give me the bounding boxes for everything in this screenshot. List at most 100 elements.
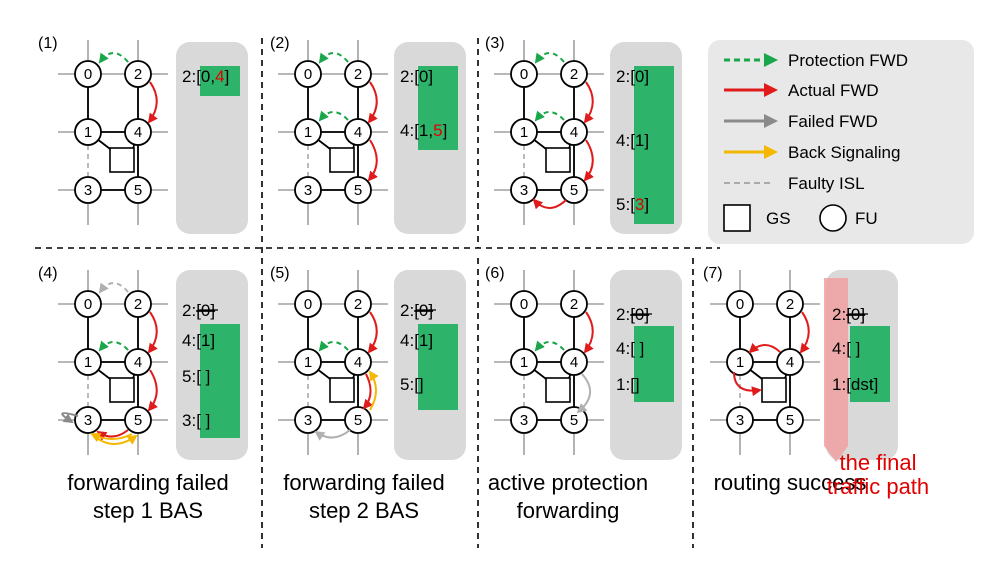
actual-fwd-arrow [532, 198, 567, 210]
panel-number: (5) [270, 265, 290, 282]
node-label: 2 [134, 296, 142, 313]
node-3: 3 [726, 406, 754, 434]
protection-fwd-arrow [318, 110, 349, 122]
node-2: 2 [344, 290, 372, 318]
panel-separators [35, 38, 720, 548]
routing-table-active-region [634, 326, 674, 402]
panel-caption: active protection [488, 470, 648, 495]
protection-fwd-arrow [318, 340, 349, 352]
node-label: 3 [520, 182, 528, 199]
panel-caption: step 2 BAS [309, 498, 419, 523]
back-signaling-arrow [368, 370, 379, 411]
panel-caption: forwarding failed [67, 470, 228, 495]
node-label: 2 [570, 296, 578, 313]
panel-caption: forwarding failed [283, 470, 444, 495]
node-2: 2 [560, 60, 588, 88]
routing-table-entry: 3:[ ] [182, 411, 210, 430]
node-4: 4 [344, 118, 372, 146]
node-0: 0 [74, 290, 102, 318]
node-3: 3 [510, 176, 538, 204]
ground-station-icon [545, 377, 571, 403]
routing-table-entry: 1:[dst] [832, 375, 878, 394]
node-label: 2 [354, 66, 362, 83]
routing-table-entry: 4:[ ] [616, 339, 644, 358]
panel-4: (4)2:[0]4:[1]5:[ ]3:[ ]012345forwarding … [38, 265, 248, 523]
actual-fwd-arrow [367, 311, 378, 354]
node-5: 5 [560, 176, 588, 204]
legend-arrow-icon [764, 114, 778, 128]
node-label: 1 [304, 124, 312, 141]
node-label: 0 [84, 66, 92, 83]
legend-fu-label: FU [855, 209, 878, 228]
protection-fwd-arrow [534, 110, 565, 122]
actual-fwd-arrow [748, 342, 781, 354]
node-label: 4 [786, 354, 794, 371]
legend-item-label: Faulty ISL [788, 174, 865, 193]
actual-fwd-arrow [147, 311, 158, 354]
routing-table-entry: 5:[ ] [182, 367, 210, 386]
node-label: 5 [134, 412, 142, 429]
ground-station-icon [329, 377, 355, 403]
node-label: 2 [786, 296, 794, 313]
node-label: 2 [354, 296, 362, 313]
final-traffic-path-label: traffic path [827, 474, 929, 499]
node-1: 1 [510, 348, 538, 376]
routing-table-active-region [418, 324, 458, 410]
node-label: 4 [354, 124, 362, 141]
routing-table-entry: 2:[0] [400, 67, 433, 86]
final-path-band [824, 278, 848, 462]
node-label: 4 [570, 124, 578, 141]
node-label: 0 [304, 66, 312, 83]
node-label: 5 [134, 182, 142, 199]
routing-table-entry: 5:[] [400, 375, 424, 394]
protection-fwd-arrow [534, 340, 565, 352]
legend-item-label: Failed FWD [788, 112, 878, 131]
node-1: 1 [294, 118, 322, 146]
node-2: 2 [124, 60, 152, 88]
node-label: 0 [736, 296, 744, 313]
legend-item-back_signaling: Back Signaling [724, 143, 900, 162]
actual-fwd-arrow [367, 81, 378, 124]
node-label: 3 [304, 182, 312, 199]
node-label: 5 [570, 412, 578, 429]
node-3: 3 [510, 406, 538, 434]
legend-arrow-icon [764, 83, 778, 97]
protection-fwd-arrow [98, 340, 129, 352]
actual-fwd-arrow [362, 373, 374, 410]
node-label: 0 [520, 296, 528, 313]
node-4: 4 [560, 348, 588, 376]
node-label: 1 [520, 124, 528, 141]
node-3: 3 [294, 176, 322, 204]
legend-item-actual: Actual FWD [724, 81, 879, 100]
node-5: 5 [344, 406, 372, 434]
routing-table-entry: 4:[1,5] [400, 121, 447, 140]
node-4: 4 [124, 348, 152, 376]
node-label: 1 [304, 354, 312, 371]
node-label: 1 [84, 124, 92, 141]
routing-table-entry: 4:[1] [616, 131, 649, 150]
gs-icon [723, 204, 751, 232]
routing-table-active-region [200, 66, 240, 96]
node-label: 4 [134, 124, 142, 141]
node-label: 2 [570, 66, 578, 83]
node-3: 3 [294, 406, 322, 434]
legend-item-failed: Failed FWD [724, 112, 878, 131]
node-3: 3 [74, 176, 102, 204]
actual-fwd-arrow [583, 311, 594, 354]
node-label: 1 [736, 354, 744, 371]
failed-fwd-arrow [314, 429, 351, 441]
node-label: 1 [84, 354, 92, 371]
legend-arrow-icon [764, 53, 778, 67]
actual-fwd-arrow [799, 311, 810, 354]
node-1: 1 [510, 118, 538, 146]
panel-number: (3) [485, 35, 505, 52]
node-label: 3 [84, 182, 92, 199]
node-1: 1 [74, 118, 102, 146]
actual-fwd-arrow [583, 81, 594, 124]
panels-layer: (1)2:[0,4]012345(2)2:[0]4:[1,5]012345(3)… [38, 35, 929, 523]
node-label: 3 [520, 412, 528, 429]
actual-fwd-arrow [147, 369, 158, 412]
